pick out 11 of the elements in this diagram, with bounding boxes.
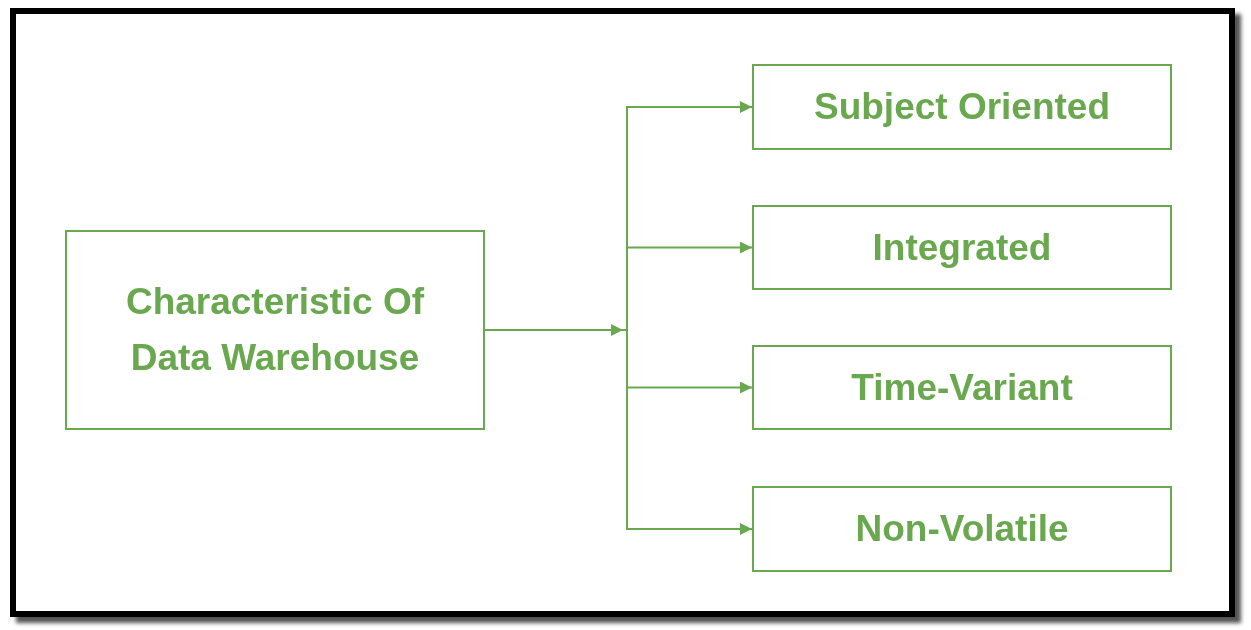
text-box (752, 64, 1172, 150)
text-box (752, 205, 1172, 290)
trunk-arrow (484, 324, 624, 336)
node-label: Characteristic Of Data Warehouse (124, 280, 426, 380)
node-label: Non-Volatile (855, 507, 1069, 551)
node-label: Time-Variant (851, 365, 1073, 410)
node-label: Integrated (872, 225, 1052, 270)
text-box (752, 345, 1172, 430)
node-label: Subject Oriented (813, 85, 1111, 129)
text-box (752, 486, 1172, 572)
text-box (65, 230, 485, 430)
